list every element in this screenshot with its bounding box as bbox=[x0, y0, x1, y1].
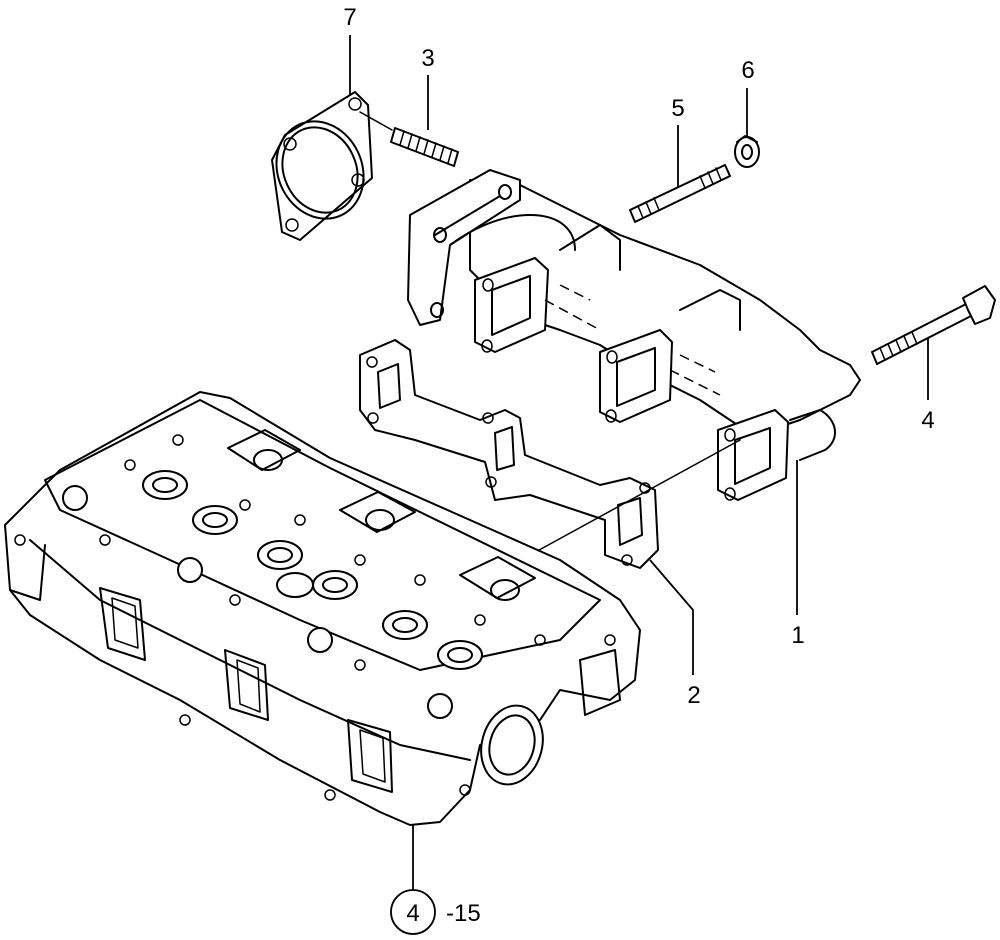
part-4-bolt bbox=[871, 285, 996, 365]
reference-number: 4 bbox=[406, 900, 419, 927]
callout-3: 3 bbox=[421, 45, 434, 72]
reference-circle bbox=[390, 889, 436, 935]
callouts: 7 3 6 5 4 1 2 bbox=[343, 4, 934, 709]
cylinder-head bbox=[4, 391, 641, 826]
deck-holes bbox=[14, 434, 616, 801]
part-3-stud bbox=[359, 111, 459, 167]
leader-lines bbox=[349, 35, 929, 890]
part-7-flange-gasket bbox=[271, 91, 373, 241]
callout-1: 1 bbox=[791, 622, 804, 649]
alignment-line bbox=[529, 439, 741, 556]
reference-suffix: -15 bbox=[446, 900, 481, 927]
callout-7: 7 bbox=[343, 4, 356, 31]
callout-5: 5 bbox=[671, 95, 684, 122]
reference-callout: 4 -15 bbox=[390, 889, 481, 935]
part-6-flange-nut bbox=[734, 135, 760, 168]
part-1-exhaust-manifold bbox=[407, 169, 861, 501]
callout-2: 2 bbox=[687, 682, 700, 709]
callout-6: 6 bbox=[741, 57, 754, 84]
head-bosses bbox=[62, 449, 520, 719]
callout-4: 4 bbox=[921, 407, 934, 434]
part-2-manifold-gasket bbox=[359, 339, 659, 569]
part-5-long-stud bbox=[629, 164, 731, 223]
